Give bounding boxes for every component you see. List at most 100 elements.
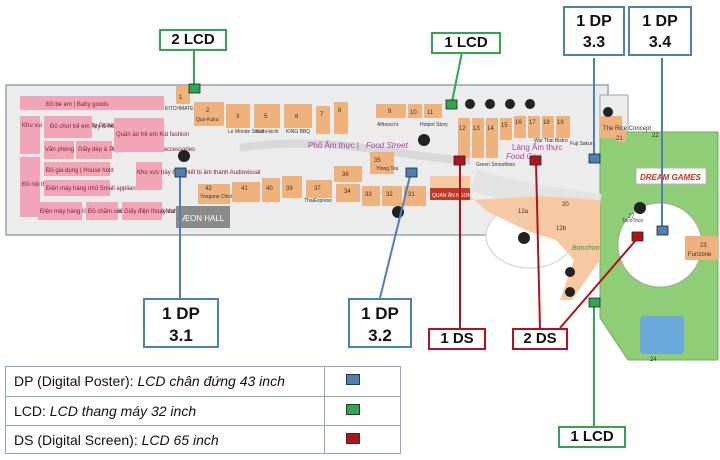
- zone-toy-label: Đồ chơi trẻ em Toy & hobby: [50, 124, 124, 130]
- svg-text:5: 5: [264, 114, 268, 120]
- marker-dp33: [588, 153, 601, 164]
- escalator-icon-east: [634, 202, 646, 214]
- zone-multimedia-label: Giấy điện thoại Multimedia: [124, 209, 195, 215]
- svg-text:12b: 12b: [556, 226, 567, 232]
- legend-dp-desc: LCD chân đứng 43 inch: [137, 373, 285, 389]
- stores-bottom-row: 42 Yoogane Chicken Galbi 41 40 39 37 Tha…: [198, 152, 426, 206]
- restroom-icon-3: [505, 99, 515, 109]
- svg-text:Yoogane Chicken Galbi: Yoogane Chicken Galbi: [200, 194, 252, 200]
- svg-text:35: 35: [374, 158, 381, 164]
- elevator-icon-park-2: [565, 287, 575, 297]
- callout-dp33-line1: 1 DP: [576, 13, 612, 30]
- funzone-label: Funzone: [688, 252, 712, 258]
- svg-text:8: 8: [338, 108, 342, 114]
- svg-text:13: 13: [473, 126, 480, 132]
- restroom-icon-2: [485, 99, 495, 109]
- svg-text:1: 1: [179, 95, 183, 101]
- dream-games-label: DREAM GAMES: [640, 173, 702, 182]
- legend-dp-swatch: [346, 374, 360, 385]
- marker-lcd-bottom: [588, 297, 601, 308]
- legend: DP (Digital Poster): LCD chân đứng 43 in…: [5, 366, 401, 454]
- callout-dp33: 1 DP 3.3: [563, 6, 625, 56]
- callout-dp31-line2: 3.1: [169, 326, 193, 345]
- aeon-hall-label: ÆON HALL: [182, 214, 225, 223]
- kitchmate-label: KITCHMATE: [165, 106, 194, 112]
- marker-lcd-top-left: [188, 83, 201, 94]
- svg-text:12a: 12a: [518, 209, 529, 215]
- svg-text:Ytong Tea: Ytong Tea: [376, 166, 399, 172]
- svg-text:41: 41: [241, 186, 248, 192]
- svg-text:10: 10: [410, 110, 417, 116]
- restroom-icon: [465, 99, 475, 109]
- svg-text:12: 12: [459, 126, 466, 132]
- legend-lcd-desc: LCD thang máy 32 inch: [49, 403, 197, 419]
- callout-dp34-line1: 1 DP: [642, 13, 678, 30]
- svg-text:32: 32: [386, 192, 393, 198]
- callout-dp31-line1: 1 DP: [162, 304, 200, 323]
- callout-lcd-bottom: 1 LCD: [558, 426, 626, 448]
- svg-text:Fuji Sakura: Fuji Sakura: [570, 141, 596, 147]
- svg-text:17: 17: [529, 120, 536, 126]
- zone-baby-label: Đồ bé em | Baby goods: [46, 102, 109, 108]
- callout-line-ds-two-a: [535, 161, 541, 329]
- svg-text:19: 19: [557, 120, 564, 126]
- callout-dp32-line1: 1 DP: [361, 304, 399, 323]
- green-smoothies-label: Green Smoothies: [476, 162, 515, 168]
- food-street-right-en-label: Food Cou: [506, 152, 542, 161]
- svg-text:ThaiExpress: ThaiExpress: [304, 198, 332, 204]
- svg-text:21: 21: [616, 136, 623, 142]
- svg-text:6: 6: [295, 114, 299, 120]
- callout-dp33-line2: 3.3: [582, 34, 606, 51]
- callout-dp31: 1 DP 3.1: [143, 298, 219, 348]
- legend-row-lcd: LCD: LCD thang máy 32 inch: [6, 396, 400, 425]
- escalator-icon-center: [418, 134, 430, 146]
- marker-ds-two-a: [529, 155, 542, 166]
- legend-row-ds: DS (Digital Screen): LCD 65 inch: [6, 425, 400, 454]
- svg-text:9: 9: [388, 109, 392, 115]
- bonchon-label: Bonchon: [572, 245, 600, 252]
- svg-text:Wai Thai Bistro: Wai Thai Bistro: [534, 138, 568, 144]
- stores-east-upper: 12 13 14 15 16 17 18 19 The Rice Concept…: [458, 116, 651, 168]
- zone-house-label: Đồ gia dụng | House hold: [46, 168, 114, 174]
- legend-dp-prefix: DP (Digital Poster):: [14, 373, 138, 389]
- legend-lcd-swatch: [346, 404, 360, 415]
- zone-kidfashion-label: Quần áo trẻ em Kid fashion: [116, 132, 189, 138]
- callout-dp34-line2: 3.4: [648, 34, 672, 51]
- svg-text:20: 20: [562, 202, 569, 208]
- svg-text:39: 39: [286, 186, 293, 192]
- svg-text:18: 18: [543, 120, 550, 126]
- svg-text:KING BBQ: KING BBQ: [286, 129, 310, 135]
- store-23: [685, 236, 718, 260]
- svg-text:16: 16: [515, 120, 522, 126]
- store-22-num: 22: [652, 133, 659, 139]
- restroom-icon-4: [525, 99, 535, 109]
- svg-text:Quo-Kuku: Quo-Kuku: [196, 117, 219, 123]
- callout-ds-two: 2 DS: [512, 328, 568, 350]
- food-street-right-label: Làng Ẩm thực: [512, 143, 562, 152]
- callout-ds-one: 1 DS: [428, 328, 486, 350]
- callout-line-ds-two-b: [559, 239, 637, 329]
- callout-line-lcd-top-mid: [451, 51, 463, 103]
- svg-text:Alfresco's: Alfresco's: [377, 122, 399, 128]
- callout-lcd-top-left: 2 LCD: [159, 29, 227, 51]
- callout-lcd-top-mid: 1 LCD: [431, 32, 501, 54]
- marker-ds-two-b: [631, 231, 644, 242]
- marker-lcd-top-mid: [445, 99, 458, 110]
- food-street-left-label: Phố Ẩm thực |: [308, 141, 359, 150]
- svg-text:33: 33: [365, 192, 372, 198]
- legend-ds-prefix: DS (Digital Screen):: [14, 432, 142, 448]
- svg-text:Le Monde Steak: Le Monde Steak: [228, 129, 265, 135]
- escalator-icon-atrium: [518, 232, 530, 244]
- svg-text:7: 7: [320, 112, 324, 118]
- svg-text:36: 36: [342, 172, 349, 178]
- marker-dp31: [174, 167, 187, 178]
- marker-ds-one: [453, 155, 466, 166]
- aeon-hall: [176, 206, 230, 228]
- svg-text:34: 34: [344, 189, 351, 195]
- food-street-left-en-label: Food Street: [366, 141, 409, 150]
- escalator-icon-west: [178, 150, 190, 162]
- marker-dp34: [656, 225, 669, 236]
- store-24-num: 24: [650, 357, 657, 363]
